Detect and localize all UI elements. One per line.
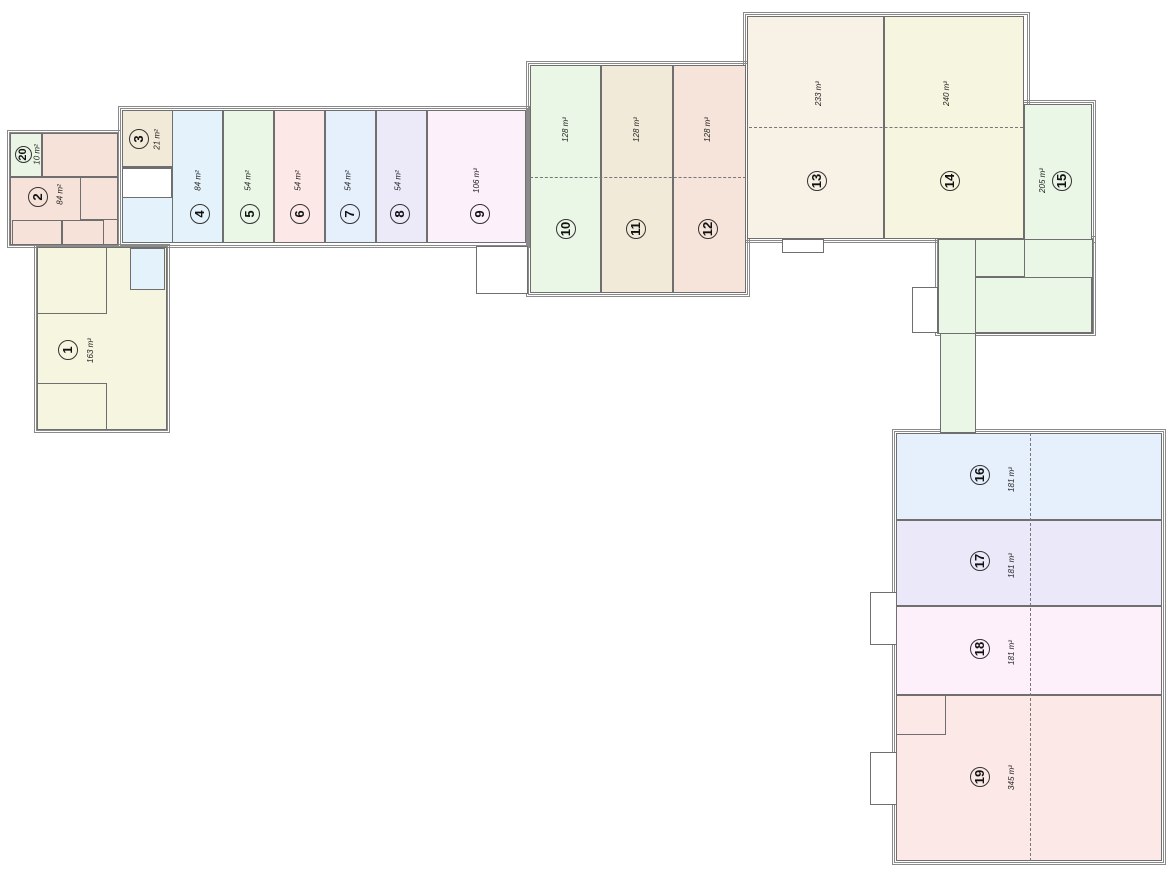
room-11[interactable]: [601, 65, 673, 293]
room-area: 54 m²: [293, 170, 303, 191]
room-6[interactable]: [274, 110, 325, 243]
room-number: 11: [626, 219, 646, 239]
grid-line: [749, 127, 1023, 128]
entrance-annex: [476, 246, 528, 294]
room-3[interactable]: [122, 110, 173, 167]
room-area: 205 m²: [1037, 168, 1047, 193]
connecting-corridor: [940, 333, 976, 433]
room-2-annex[interactable]: [42, 133, 118, 177]
grid-line: [1030, 433, 1031, 861]
room-number: 2: [28, 187, 48, 207]
porch: [870, 592, 897, 645]
room-2-sub: [12, 220, 62, 245]
room-4[interactable]: [173, 110, 223, 243]
room-number: 7: [340, 204, 360, 224]
room-area: 163 m²: [85, 338, 95, 363]
room-20[interactable]: [10, 133, 42, 177]
void: [122, 168, 172, 198]
grid-line: [530, 177, 746, 178]
room-number: 4: [190, 204, 210, 224]
room-number: 1: [58, 340, 78, 360]
room-number: 20: [15, 146, 32, 163]
room-15[interactable]: [1024, 104, 1092, 240]
room-area: 54 m²: [393, 170, 403, 191]
room-number: 5: [240, 204, 260, 224]
service-wc: [975, 239, 1025, 277]
room-area: 84 m²: [55, 184, 65, 205]
room-number: 15: [1052, 171, 1072, 191]
room-area: 240 m²: [941, 81, 951, 106]
room-area: 345 m²: [1006, 765, 1016, 790]
room-area: 128 m²: [560, 117, 570, 142]
room-area: 21 m²: [152, 129, 162, 150]
room-17[interactable]: [896, 520, 1162, 606]
room-area: 233 m²: [813, 81, 823, 106]
room-area: 10 m²: [32, 144, 42, 165]
room-2-sub: [62, 220, 104, 245]
room-9[interactable]: [427, 110, 526, 243]
room-5[interactable]: [223, 110, 274, 243]
room-area: 128 m²: [631, 117, 641, 142]
room-number: 6: [290, 204, 310, 224]
room-area: 54 m²: [343, 170, 353, 191]
room-area: 181 m²: [1006, 467, 1016, 492]
room-1-sub: [37, 247, 107, 314]
room-7[interactable]: [325, 110, 376, 243]
room-area: 181 m²: [1006, 553, 1016, 578]
room-number: 8: [390, 204, 410, 224]
room-12[interactable]: [673, 65, 746, 293]
room-area: 84 m²: [193, 170, 203, 191]
room-2-sub: [80, 177, 118, 220]
room-number: 18: [970, 639, 990, 659]
stair: [130, 248, 165, 290]
room-18[interactable]: [896, 606, 1162, 695]
room-area: 128 m²: [702, 117, 712, 142]
room-number: 3: [129, 129, 149, 149]
room-number: 12: [698, 219, 718, 239]
room-area: 106 m²: [471, 168, 481, 193]
room-number: 19: [970, 767, 990, 787]
room-number: 9: [470, 204, 490, 224]
room-10[interactable]: [530, 65, 601, 293]
wall-block-16-19: [892, 429, 1166, 865]
porch: [782, 239, 824, 253]
room-area: 181 m²: [1006, 640, 1016, 665]
room-1-sub: [37, 383, 107, 430]
room-area: 54 m²: [243, 170, 253, 191]
room-number: 13: [807, 171, 827, 191]
room-8[interactable]: [376, 110, 427, 243]
wall-room-1: [34, 244, 170, 433]
room-number: 16: [970, 465, 990, 485]
room-19-wc: [896, 695, 946, 735]
service-hall: [975, 277, 1092, 333]
room-number: 17: [970, 551, 990, 571]
porch: [870, 752, 897, 805]
porch: [912, 287, 938, 333]
room-16[interactable]: [896, 433, 1162, 520]
room-number: 10: [556, 219, 576, 239]
room-number: 14: [940, 171, 960, 191]
